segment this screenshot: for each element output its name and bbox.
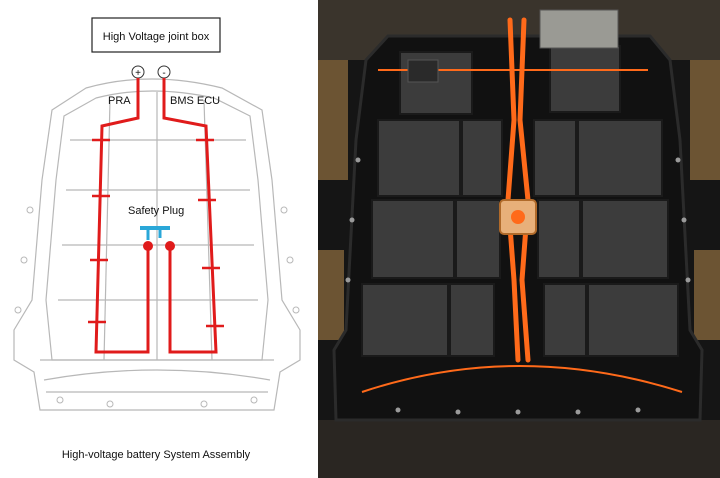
module-markers [88,138,224,328]
safety-plug-label: Safety Plug [128,205,184,217]
pack-outline [13,78,301,411]
battery-schematic-panel: High Voltage joint box + - [0,0,312,478]
joint-box [91,17,221,53]
wooden-pallet [318,60,720,340]
battery-photo-panel [318,0,720,478]
joint-box-label: High Voltage joint box [103,31,210,43]
pra-label: PRA [108,95,131,107]
bms-ecu-label: BMS ECU [170,95,220,107]
negative-terminal-label: - [162,68,165,79]
battery-photo [318,0,720,478]
battery-schematic: High Voltage joint box + - [13,17,301,461]
safety-plug-contact-left [143,241,153,251]
hv-circuit [94,78,218,354]
connector [407,59,439,83]
safety-plug-contact-right [165,241,175,251]
positive-terminal-label: + [135,68,141,79]
bms-ecu-box [539,9,619,49]
frame-bolts [345,157,691,415]
battery-modules [361,45,679,357]
diagram-caption: High-voltage battery System Assembly [62,449,251,461]
mount-holes [14,206,300,408]
